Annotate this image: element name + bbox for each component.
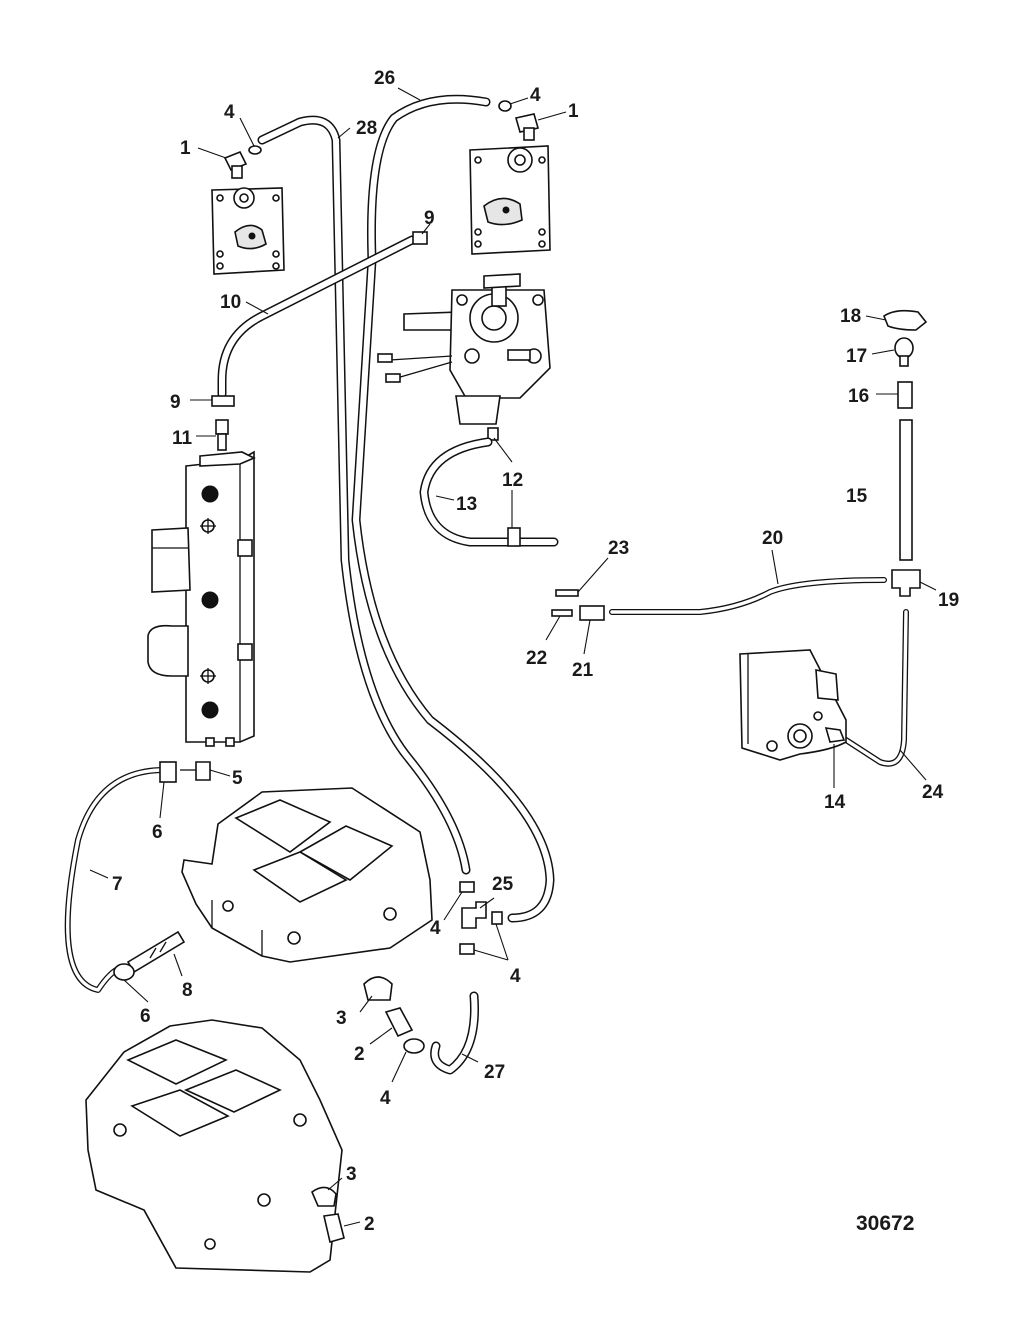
clamp-9-upper bbox=[412, 231, 428, 245]
clamp-4-right bbox=[498, 100, 512, 112]
callout-6: 6 bbox=[140, 1006, 151, 1027]
fuel-pump bbox=[377, 273, 551, 425]
callout-4: 4 bbox=[530, 85, 541, 106]
callout-27: 27 bbox=[484, 1062, 505, 1083]
callout-19: 19 bbox=[938, 590, 959, 611]
callout-14: 14 bbox=[824, 792, 846, 813]
callout-26: 26 bbox=[374, 68, 395, 89]
connector-21 bbox=[579, 605, 605, 621]
hose-26 bbox=[351, 94, 555, 923]
adapter-plate-lower bbox=[85, 1019, 343, 1273]
callout-13: 13 bbox=[456, 494, 477, 515]
callout-9: 9 bbox=[424, 208, 435, 229]
fitting-23 bbox=[555, 589, 579, 597]
callout-15: 15 bbox=[846, 486, 868, 507]
callout-4: 4 bbox=[430, 918, 441, 939]
callout-17: 17 bbox=[846, 346, 867, 367]
callout-9: 9 bbox=[170, 392, 181, 413]
callout-12: 12 bbox=[502, 470, 523, 491]
throttle-plate-left bbox=[211, 187, 285, 275]
hose-27 bbox=[430, 991, 479, 1075]
hose-7 bbox=[64, 767, 167, 993]
callout-3: 3 bbox=[346, 1164, 357, 1185]
callout-8: 8 bbox=[182, 980, 193, 1001]
callout-2: 2 bbox=[354, 1044, 365, 1065]
callout-23: 23 bbox=[608, 538, 629, 559]
callout-16: 16 bbox=[848, 386, 869, 407]
callout-4: 4 bbox=[224, 102, 235, 123]
leader-lines bbox=[89, 87, 937, 1227]
fitting-22 bbox=[551, 609, 573, 617]
callout-7: 7 bbox=[112, 874, 123, 895]
tee-fitting-19 bbox=[891, 569, 921, 597]
fitting-18 bbox=[883, 309, 928, 331]
callout-25: 25 bbox=[492, 874, 514, 895]
clamp-4-tee-lower bbox=[459, 943, 475, 955]
fitting-1-right bbox=[514, 113, 540, 141]
callout-1: 1 bbox=[568, 101, 579, 122]
valve-17 bbox=[894, 337, 914, 367]
callout-11: 11 bbox=[172, 428, 193, 449]
fitting-14 bbox=[824, 727, 846, 743]
callout-22: 22 bbox=[526, 648, 547, 669]
fitting-11 bbox=[215, 419, 229, 451]
hose-24 bbox=[843, 609, 909, 767]
hose-20 bbox=[609, 577, 887, 615]
callout-3: 3 bbox=[336, 1008, 347, 1029]
callout-18: 18 bbox=[840, 306, 861, 327]
fitting-2-upper bbox=[384, 1007, 414, 1038]
hose-15 bbox=[899, 419, 913, 561]
callout-21: 21 bbox=[572, 660, 594, 681]
clamp-9-lower bbox=[211, 395, 235, 407]
tee-fitting-25 bbox=[461, 901, 487, 929]
callout-5: 5 bbox=[232, 768, 243, 789]
clamp-4-left bbox=[248, 145, 262, 155]
callout-4: 4 bbox=[510, 966, 521, 987]
fitting-1-left bbox=[223, 150, 248, 179]
callout-24: 24 bbox=[922, 782, 944, 803]
figure-number: 30672 bbox=[856, 1212, 914, 1235]
fitting-3-upper bbox=[363, 976, 393, 1001]
callout-1: 1 bbox=[180, 138, 191, 159]
clamp-4-tee-upper bbox=[459, 881, 475, 893]
adapter-plate-upper bbox=[181, 787, 433, 963]
callout-labels: 1 4 28 26 4 1 9 10 9 11 12 13 18 17 16 1… bbox=[112, 68, 959, 1235]
callout-4: 4 bbox=[380, 1088, 391, 1109]
clamp-12 bbox=[487, 427, 499, 441]
fitting-2-lower bbox=[323, 1213, 345, 1244]
clamp-4-tee-right bbox=[491, 911, 503, 925]
callout-10: 10 bbox=[220, 292, 241, 313]
hose-10 bbox=[217, 235, 417, 399]
callout-20: 20 bbox=[762, 528, 783, 549]
clamp-6-upper bbox=[159, 761, 177, 783]
callout-2: 2 bbox=[364, 1214, 375, 1235]
clamp-4-lower bbox=[403, 1038, 425, 1054]
callout-6: 6 bbox=[152, 822, 163, 843]
hose-13 bbox=[419, 437, 559, 547]
fuel-rail bbox=[147, 450, 256, 747]
hose-28 bbox=[257, 115, 471, 875]
throttle-plate-right bbox=[469, 145, 551, 255]
fitting-16 bbox=[897, 381, 913, 409]
fitting-8 bbox=[126, 930, 186, 974]
clamp-6-lower bbox=[113, 963, 135, 981]
housing-bracket bbox=[739, 649, 847, 761]
callout-28: 28 bbox=[356, 118, 377, 139]
fitting-5 bbox=[180, 761, 211, 781]
